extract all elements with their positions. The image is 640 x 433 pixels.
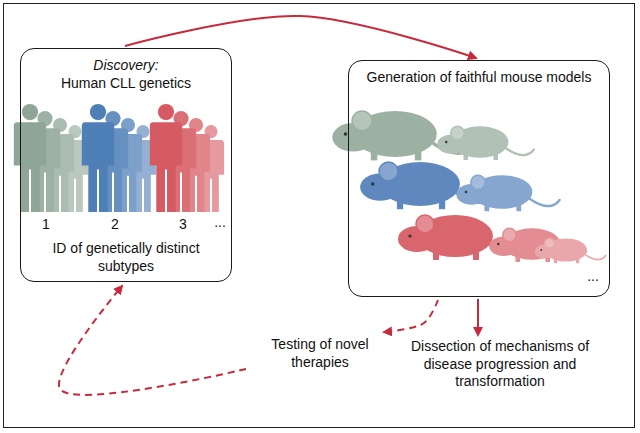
dashed-arrow xyxy=(384,300,438,332)
mouse-figure xyxy=(398,215,527,260)
mouse-figure xyxy=(437,126,534,160)
node-text: Dissection of mechanisms of disease prog… xyxy=(405,338,595,391)
mouse-figure xyxy=(535,238,606,263)
people-group xyxy=(82,104,156,212)
people-group xyxy=(14,104,88,212)
mouse-figure xyxy=(360,162,495,209)
people-group xyxy=(150,104,224,212)
mouse-figure xyxy=(456,175,559,211)
person-figure xyxy=(14,104,46,212)
subtype-number: 2 xyxy=(111,216,119,232)
discovery-box: Discovery:Human CLL genetics ID of geneti… xyxy=(20,48,232,282)
person-figure xyxy=(150,104,182,212)
ellipsis-mark: ... xyxy=(214,214,226,230)
solid-arrow xyxy=(125,16,476,58)
subtype-number: 3 xyxy=(179,216,187,232)
mouse-figure xyxy=(332,111,474,160)
therapy-text-node: Testing of novel therapies xyxy=(250,336,390,371)
mouse-figure xyxy=(489,228,586,262)
dashed-arrow xyxy=(59,286,246,395)
node-text: Discovery: xyxy=(93,57,158,75)
solid-arrow xyxy=(477,299,479,335)
node-text: Testing of novel therapies xyxy=(250,336,390,371)
node-text: Human CLL genetics xyxy=(61,75,191,93)
subtype-number: 1 xyxy=(42,216,50,232)
ellipsis-mark: ... xyxy=(587,268,599,284)
mouse-model-box: Generation of faithful mouse models xyxy=(348,60,610,297)
mechanism-text-node: Dissection of mechanisms of disease prog… xyxy=(405,338,595,391)
node-text: ID of genetically distinct subtypes xyxy=(29,240,223,275)
node-text: Generation of faithful mouse models xyxy=(367,69,592,87)
person-figure xyxy=(82,104,114,212)
